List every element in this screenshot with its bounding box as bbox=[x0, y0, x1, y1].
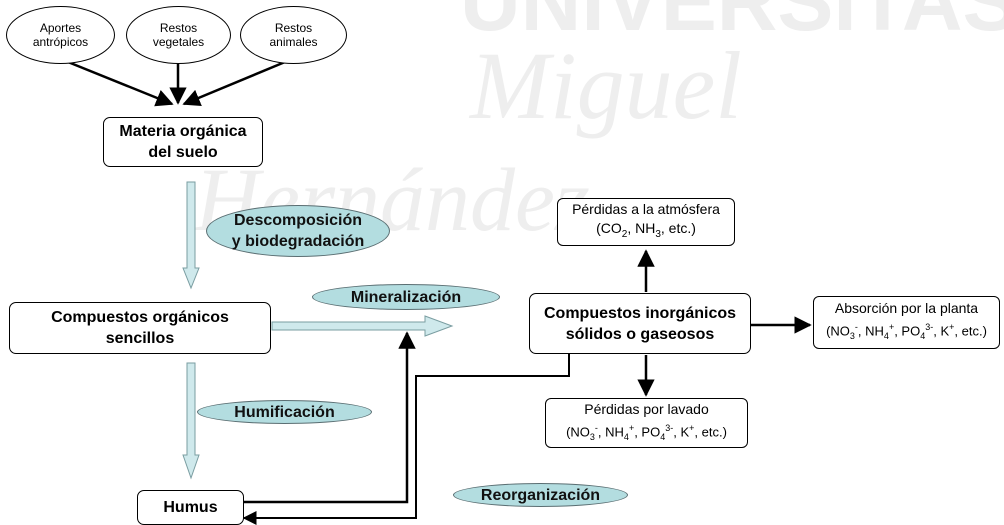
node-compuestos-inorganicos: Compuestos inorgánicos sólidos o gaseoso… bbox=[529, 293, 751, 354]
source-animales-line2: animales bbox=[269, 35, 318, 49]
node-planta-line1: Absorción por la planta bbox=[834, 300, 979, 317]
process-reorganizacion: Reorganización bbox=[453, 483, 628, 507]
flow-arrow-compuestos-humus bbox=[182, 362, 200, 480]
process-humificacion-oval: Humificación bbox=[197, 400, 372, 424]
source-vegetales-line2: vegetales bbox=[152, 35, 205, 49]
process-mineralizacion: Mineralización bbox=[312, 284, 500, 310]
node-materia-line2: del suelo bbox=[148, 144, 218, 161]
flow-arrow-materia-compuestos bbox=[182, 181, 200, 290]
node-lavado-line2: (NO3-, NH4+, PO43-, K+, etc.) bbox=[566, 422, 727, 442]
process-reorganizacion-label: Reorganización bbox=[480, 486, 601, 504]
process-mineralizacion-label: Mineralización bbox=[350, 288, 462, 306]
arrow-animales-materia bbox=[182, 60, 286, 107]
source-aportes-line2: antrópicos bbox=[32, 35, 89, 49]
process-descomposicion-line1: Descomposición bbox=[233, 212, 363, 229]
source-animales: Restos animales bbox=[240, 6, 347, 64]
source-vegetales-line1: Restos bbox=[159, 21, 198, 35]
node-atmosfera-line2: (CO2, NH3, etc.) bbox=[596, 220, 696, 240]
node-atmosfera-line1: Pérdidas a la atmósfera bbox=[572, 201, 720, 218]
arrow-aportes-materia bbox=[67, 60, 174, 107]
node-materia-line1: Materia orgánica bbox=[119, 123, 247, 140]
node-compuestos-organicos-line2: sencillos bbox=[105, 330, 175, 347]
node-humus: Humus bbox=[137, 490, 244, 525]
node-absorcion-planta: Absorción por la planta (NO3-, NH4+, PO4… bbox=[813, 296, 1000, 349]
arrow-humus-mineralizacion bbox=[244, 331, 416, 504]
node-compuestos-inorganicos-line2: sólidos o gaseosos bbox=[565, 325, 715, 343]
source-animales-line1: Restos bbox=[274, 21, 313, 35]
node-compuestos-inorganicos-line1: Compuestos inorgánicos bbox=[543, 304, 737, 322]
source-aportes: Aportes antrópicos bbox=[6, 6, 115, 64]
process-descomposicion-line2: y biodegradación bbox=[231, 233, 365, 250]
node-compuestos-organicos-line1: Compuestos orgánicos bbox=[51, 309, 229, 326]
process-descomposicion: Descomposición y biodegradación bbox=[206, 205, 390, 257]
node-perdidas-lavado: Pérdidas por lavado (NO3-, NH4+, PO43-, … bbox=[545, 398, 748, 448]
node-materia-organica: Materia orgánica del suelo bbox=[103, 117, 263, 167]
node-planta-line2: (NO3-, NH4+, PO43-, K+, etc.) bbox=[826, 322, 987, 341]
node-compuestos-organicos: Compuestos orgánicos sencillos bbox=[9, 302, 271, 354]
process-humificacion-label: Humificación bbox=[234, 403, 335, 421]
node-humus-line1: Humus bbox=[163, 499, 218, 516]
source-vegetales: Restos vegetales bbox=[126, 6, 231, 64]
node-lavado-line1: Pérdidas por lavado bbox=[584, 400, 709, 417]
arrow-reorganizacion bbox=[242, 348, 570, 525]
flow-arrow-mineralizacion bbox=[271, 315, 454, 337]
node-perdidas-atmosfera: Pérdidas a la atmósfera (CO2, NH3, etc.) bbox=[557, 198, 735, 246]
source-aportes-line1: Aportes bbox=[39, 21, 82, 35]
